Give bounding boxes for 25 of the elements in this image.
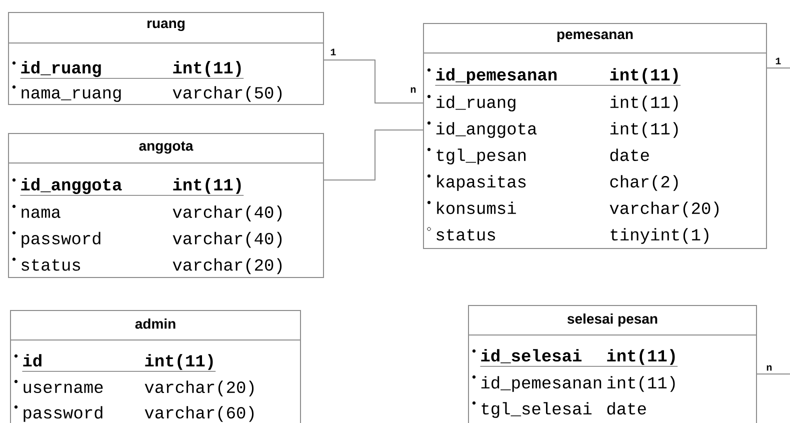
table-row: id_anggota int(11) xyxy=(436,122,678,138)
table-row: tgl_pesan date xyxy=(436,148,649,164)
cardinality-label: n xyxy=(410,87,416,93)
table-row: password varchar(40) xyxy=(22,232,282,248)
table-row: tgl_selesai date xyxy=(482,402,646,418)
table-row: id_pemesanan int(11) xyxy=(481,376,675,392)
table-row: status tinyint(1) xyxy=(436,228,708,244)
table-row: id int(11) xyxy=(22,354,216,372)
relationship-line xyxy=(324,60,424,104)
table-row: kapasitas char(2) xyxy=(437,175,678,191)
table-row: nama_ruang varchar(50) xyxy=(22,86,282,102)
table-row: id_anggota int(11) xyxy=(20,178,244,196)
cardinality-label: 1 xyxy=(330,48,336,56)
table-row: id_ruang int(11) xyxy=(436,96,678,112)
table-row: status varchar(20) xyxy=(22,258,282,274)
cardinality-label: n xyxy=(766,365,772,371)
table-row: username varchar(20) xyxy=(24,380,254,396)
relationship-line xyxy=(324,130,424,180)
table-row: nama varchar(40) xyxy=(22,205,282,222)
table-row: konsumsi varchar(20) xyxy=(437,202,719,218)
table-row: id_ruang int(11) xyxy=(20,61,244,79)
table-row: password varchar(60) xyxy=(24,406,254,422)
cardinality-label: 1 xyxy=(776,58,781,64)
table-row: id_selesai int(11) xyxy=(480,349,678,367)
table-row: id_pemesanan int(11) xyxy=(435,68,681,86)
